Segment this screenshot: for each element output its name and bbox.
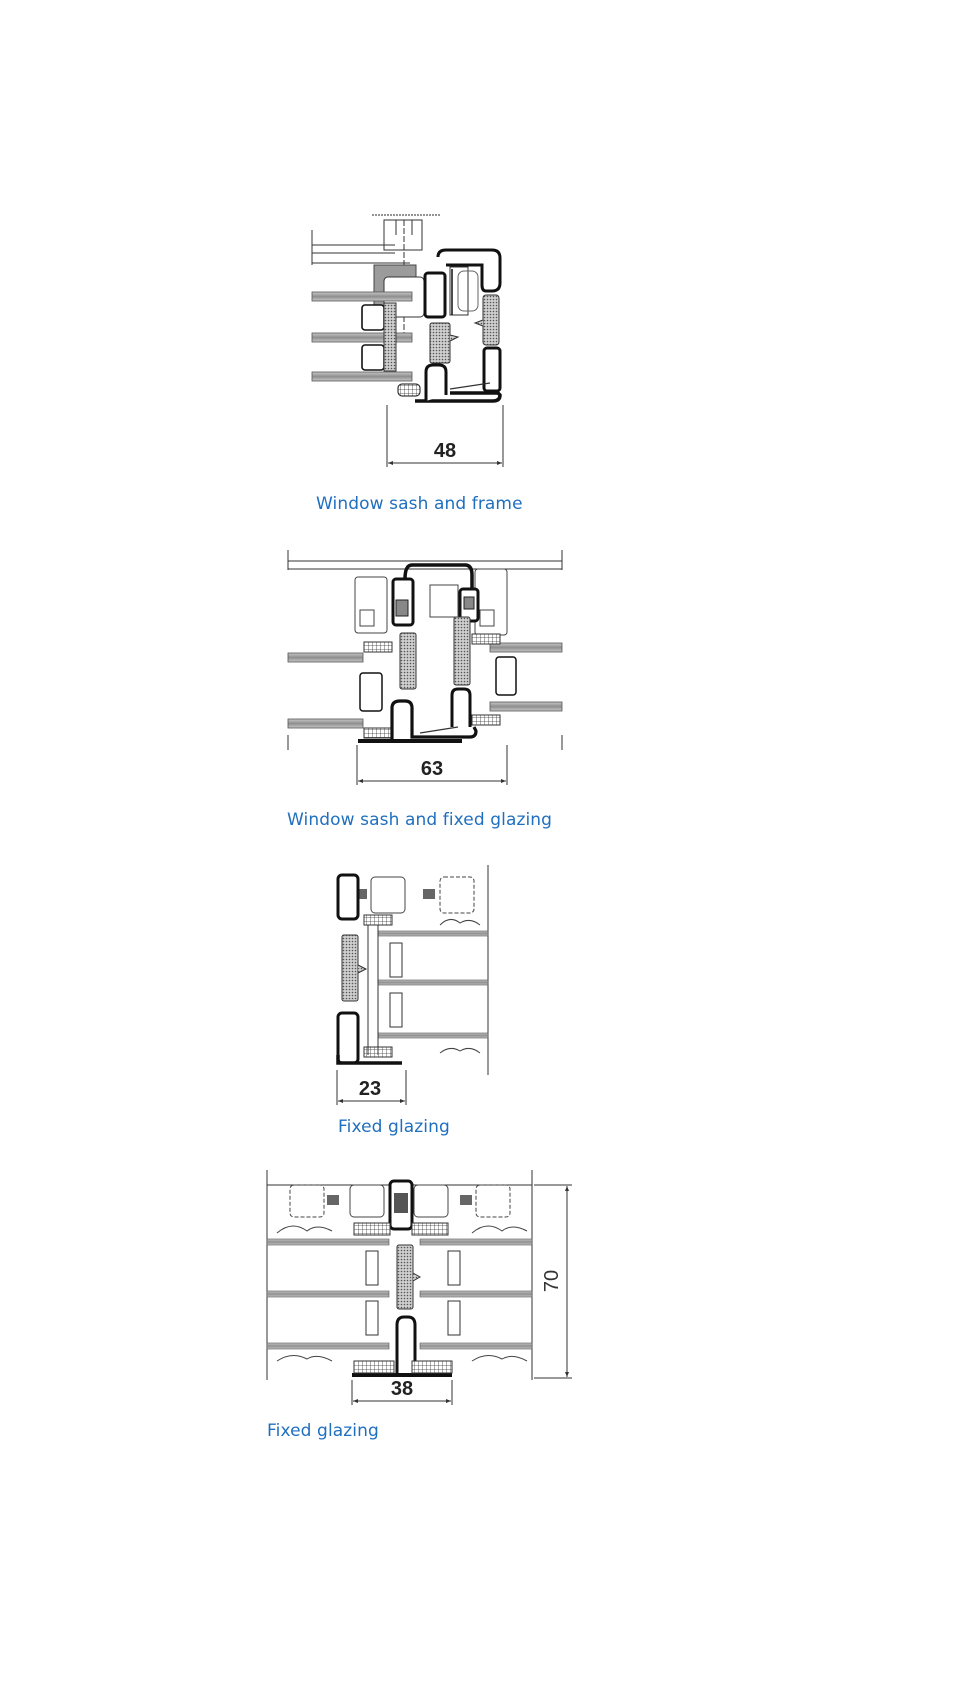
dimension-38: 38 [391, 1378, 413, 1400]
fixed-glazing-mullion-drawing: 70 38 [266, 1170, 572, 1405]
caption-window-sash-and-fixed-glazing: Window sash and fixed glazing [287, 810, 553, 830]
dimension-48: 48 [434, 440, 456, 462]
caption-fixed-glazing-edge: Fixed glazing [338, 1117, 450, 1137]
dimension-23: 23 [359, 1078, 381, 1100]
caption-window-sash-and-frame: Window sash and frame [316, 494, 523, 514]
window-sash-and-fixed-glazing-drawing: 63 [287, 550, 563, 785]
caption-fixed-glazing-mullion: Fixed glazing [267, 1421, 379, 1441]
window-sash-and-frame-drawing: 48 [311, 214, 504, 467]
dimension-70: 70 [541, 1270, 563, 1292]
dimension-63: 63 [421, 758, 443, 780]
fixed-glazing-edge-drawing: 23 [336, 865, 489, 1105]
